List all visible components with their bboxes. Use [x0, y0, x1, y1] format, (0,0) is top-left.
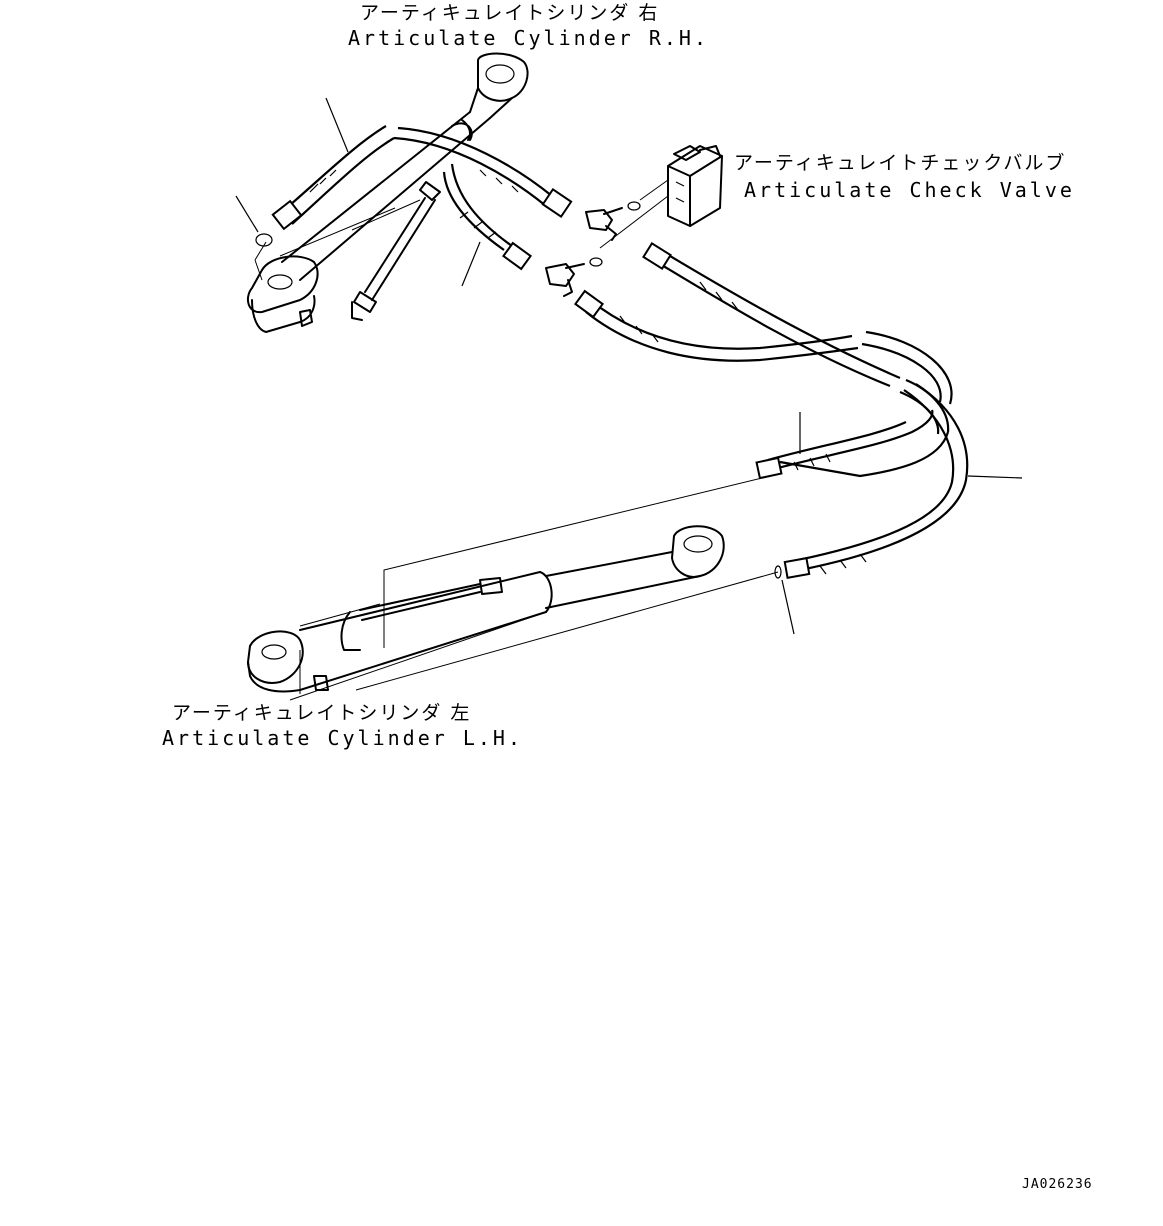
hose-to-lh-rod	[783, 383, 1023, 579]
hose-to-lh-head	[755, 409, 934, 480]
o-ring-rh	[255, 233, 273, 247]
articulate-check-valve	[599, 145, 723, 249]
articulate-cylinder-lh	[247, 475, 795, 701]
hose-rh-lower	[442, 163, 532, 287]
elbow-fittings	[545, 201, 641, 297]
check-valve-label-en: Articulate Check Valve	[744, 178, 1075, 202]
check-valve-label-jp: アーティキュレイトチェックバルブ	[734, 152, 1067, 174]
drawing-code: JA026236	[1022, 1177, 1093, 1192]
hose-long-a	[642, 242, 950, 478]
articulate-cylinder-rh	[246, 52, 529, 333]
hose-long-b	[574, 289, 953, 405]
cylinder-rh-label-jp: アーティキュレイトシリンダ 右	[360, 2, 660, 24]
cylinder-lh-label-en: Articulate Cylinder L.H.	[162, 726, 523, 750]
cylinder-tube-line-rh	[351, 181, 441, 321]
cylinder-rh-label-en: Articulate Cylinder R.H.	[348, 26, 709, 50]
hose-upper-loop	[271, 97, 573, 231]
cylinder-lh-label-jp: アーティキュレイトシリンダ 左	[172, 702, 472, 724]
